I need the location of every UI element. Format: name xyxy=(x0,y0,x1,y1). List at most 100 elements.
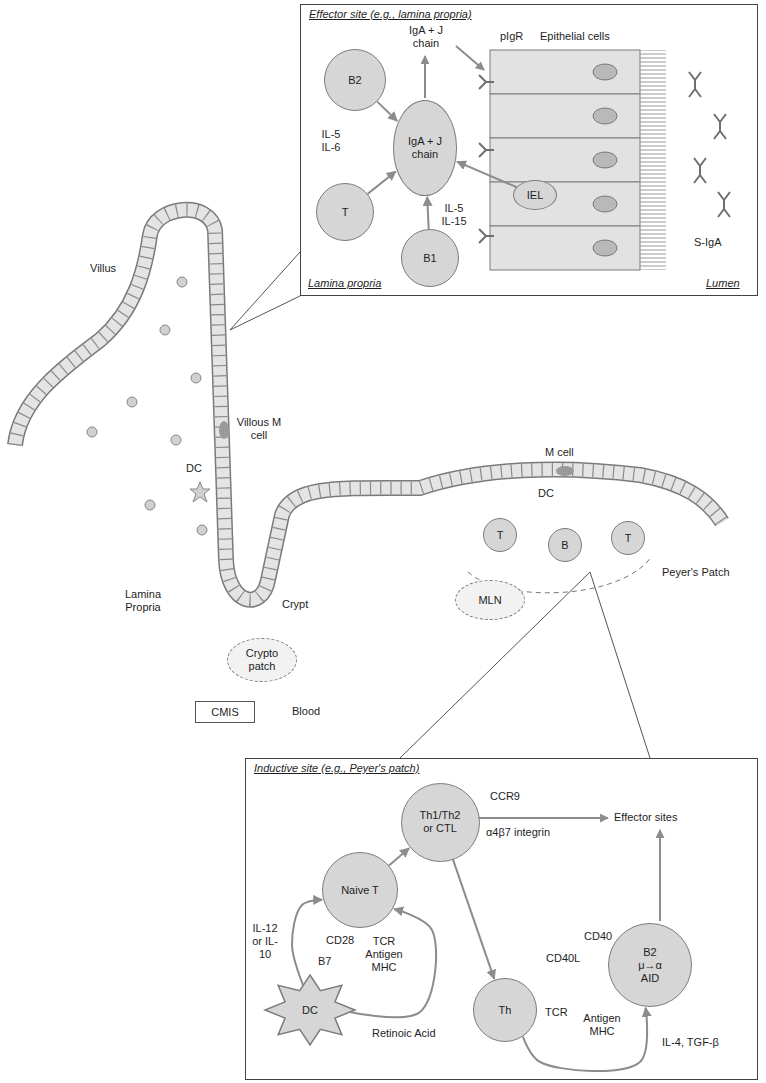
panel-title: Inductive site (e.g., Peyer's patch) xyxy=(246,759,427,778)
epithelial-cell xyxy=(490,94,640,138)
b-cell: B2 xyxy=(324,49,386,111)
antibody-label: IgA + J chain xyxy=(400,24,452,50)
connector-arrow xyxy=(453,859,494,978)
node-text-group: IgA + J chain xyxy=(405,135,445,161)
node-label: DC xyxy=(302,1004,318,1017)
effector-t-cell: Th1/Th2 or CTL xyxy=(401,783,480,862)
node-label: AID xyxy=(638,972,662,985)
node-text-group: T xyxy=(497,529,504,542)
panel-title: Effector site (e.g., lamina propria) xyxy=(301,5,480,24)
cell xyxy=(160,325,170,335)
molecule-label: α4β7 integrin xyxy=(486,826,550,839)
receptor-label: pIgR xyxy=(500,30,523,43)
node-text-group: T xyxy=(342,206,349,219)
region-label: Lumen xyxy=(706,277,740,290)
molecule-label: CD40 xyxy=(584,930,612,943)
node-text-group: Crypto patch xyxy=(240,647,284,673)
iga-molecules xyxy=(479,72,730,243)
cytokine-label: IL-5 IL-15 xyxy=(438,202,470,228)
node-text-group: Inductive site (e.g., Peyer's patch) xyxy=(246,759,427,778)
cell-label: Villous M cell xyxy=(236,416,282,442)
plasma-cell: IgA + J chain xyxy=(393,100,458,196)
cytokine-label: IL-12 or IL-10 xyxy=(250,922,280,961)
connector-arrow xyxy=(389,848,409,865)
epithelium-cell-borders xyxy=(15,210,722,600)
epithelial-cells xyxy=(490,50,666,270)
node-text-group: MLN xyxy=(478,594,501,607)
node-text-group: B2μ→αAID xyxy=(638,946,662,985)
node-label: Th xyxy=(499,1004,512,1017)
molecule-label: CD28 xyxy=(326,934,354,947)
epithelial-cell xyxy=(490,50,640,94)
siga-molecule xyxy=(718,192,730,217)
intraepithelial-lymphocyte: IEL xyxy=(513,180,557,210)
cell-label: DC xyxy=(186,462,202,475)
connector-arrow xyxy=(377,102,397,121)
cytokine-label: IL-4, TGF-β xyxy=(662,1036,719,1049)
zoom-line xyxy=(230,252,300,330)
node-text-group: Th1/Th2 or CTL xyxy=(415,809,465,835)
node-label: T xyxy=(497,529,504,542)
inductive-site-panel: Inductive site (e.g., Peyer's patch) Th1/… xyxy=(245,758,758,1080)
molecule-label: Retinoic Acid xyxy=(372,1027,436,1040)
connector-arrow xyxy=(368,171,396,193)
b-cell: B2μ→αAID xyxy=(608,923,692,1007)
node-text-group: T xyxy=(625,532,632,545)
helper-t-cell: Th xyxy=(473,978,537,1042)
node-text-group: B xyxy=(561,539,568,552)
connector-arrow xyxy=(523,1008,647,1071)
cryptopatch: Crypto patch xyxy=(227,638,297,683)
molecule-label: TCR Antigen MHC xyxy=(362,935,406,974)
connector-arrow xyxy=(292,900,322,986)
node-label: IEL xyxy=(527,189,544,202)
node-label: B2 xyxy=(348,74,361,87)
node-label: IgA + J chain xyxy=(405,135,445,161)
node-label: Crypto patch xyxy=(240,647,284,673)
node-label: Naive T xyxy=(341,884,379,897)
epithelium-outline xyxy=(15,210,722,600)
cell xyxy=(87,427,97,437)
region-label: Peyer's Patch xyxy=(662,566,730,579)
secretion-arrow xyxy=(424,56,426,98)
epithelial-cell xyxy=(490,182,640,226)
cell-label: M cell xyxy=(545,446,574,459)
binding-arrow xyxy=(456,46,484,70)
homing-arrow xyxy=(478,817,608,819)
zoom-line xyxy=(590,572,650,758)
cell xyxy=(191,373,201,383)
b-cell: B1 xyxy=(401,229,459,287)
node-label: T xyxy=(342,206,349,219)
node-text-group: Naive T xyxy=(341,884,379,897)
intestinal-epithelium xyxy=(15,210,722,600)
cell xyxy=(197,525,207,535)
nucleus xyxy=(593,240,617,256)
cell xyxy=(177,277,187,287)
node-label: CMIS xyxy=(211,706,239,719)
m-cell xyxy=(556,466,574,476)
node-label: Th1/Th2 or CTL xyxy=(415,809,465,835)
villous-m-cell xyxy=(219,421,229,439)
epithelial-cell xyxy=(490,138,640,182)
antibody-label: S-IgA xyxy=(694,236,722,249)
lamina-propria-cells xyxy=(87,277,210,535)
node-label: B1 xyxy=(423,252,436,265)
region-label: Crypt xyxy=(282,598,308,611)
siga-molecule xyxy=(714,114,726,139)
nucleus xyxy=(593,108,617,124)
cell xyxy=(127,397,137,407)
molecule-label: CCR9 xyxy=(490,790,520,803)
cell xyxy=(145,500,155,510)
region-label: Blood xyxy=(292,705,320,718)
connector-arrow xyxy=(427,197,428,229)
node-text-group: Effector site (e.g., lamina propria) xyxy=(301,5,480,24)
homing-arrow xyxy=(659,830,661,921)
node-text-group: B2 xyxy=(348,74,361,87)
dendritic-cell-symbol xyxy=(190,482,210,502)
t-cell: T xyxy=(316,183,374,241)
region-label: Lamina Propria xyxy=(118,588,168,614)
region-label: Villus xyxy=(90,262,116,275)
pigr-receptor xyxy=(479,75,494,89)
siga-molecule xyxy=(689,72,701,97)
connectors xyxy=(292,102,647,1071)
